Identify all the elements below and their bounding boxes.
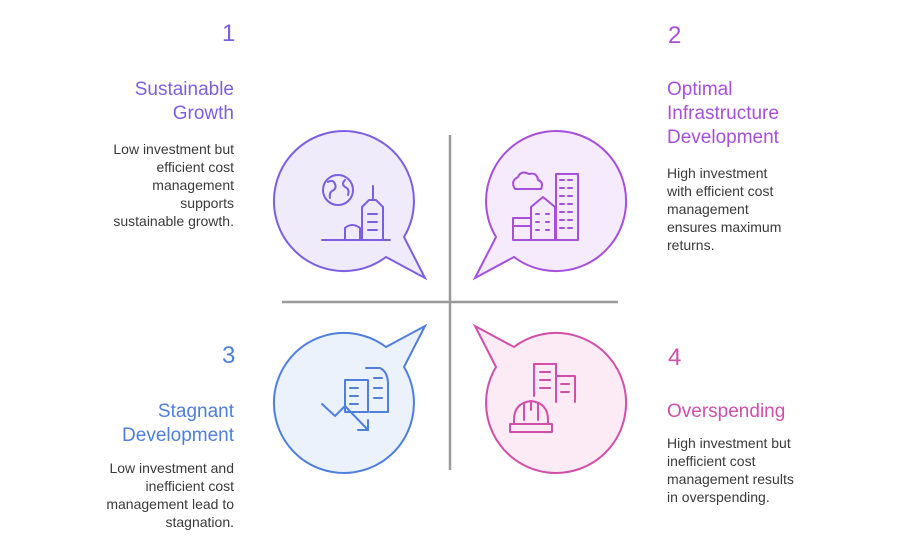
- quadrant-1-title: Sustainable Growth: [134, 79, 234, 124]
- quadrant-2-number: 2: [668, 22, 682, 49]
- bubble-3: [273, 323, 428, 474]
- quadrant-1-description: Low investment but efficient cost manage…: [113, 141, 234, 229]
- globe-city-icon: [321, 174, 391, 241]
- cloud-buildings-icon: [512, 171, 579, 241]
- quadrant-3-description: Low investment and inefficient cost mana…: [106, 460, 234, 530]
- bubble-4: [472, 323, 627, 474]
- declining-building-icon: [321, 367, 389, 431]
- bubble-2: [472, 130, 627, 281]
- bubble-1: [273, 130, 428, 281]
- construction-helmet-icon: [509, 363, 576, 433]
- quadrant-4-number: 4: [668, 344, 682, 371]
- quadrant-2-title: Optimal Infrastructure Development: [667, 79, 779, 148]
- quadrant-2-description: High investment with efficient cost mana…: [667, 165, 782, 253]
- quadrant-3-title: Stagnant Development: [122, 401, 234, 446]
- quadrant-4-description: High investment but inefficient cost man…: [667, 435, 794, 505]
- quadrant-1-number: 1: [222, 20, 236, 47]
- quadrant-3-number: 3: [222, 342, 236, 369]
- quadrant-4-title: Overspending: [667, 401, 786, 422]
